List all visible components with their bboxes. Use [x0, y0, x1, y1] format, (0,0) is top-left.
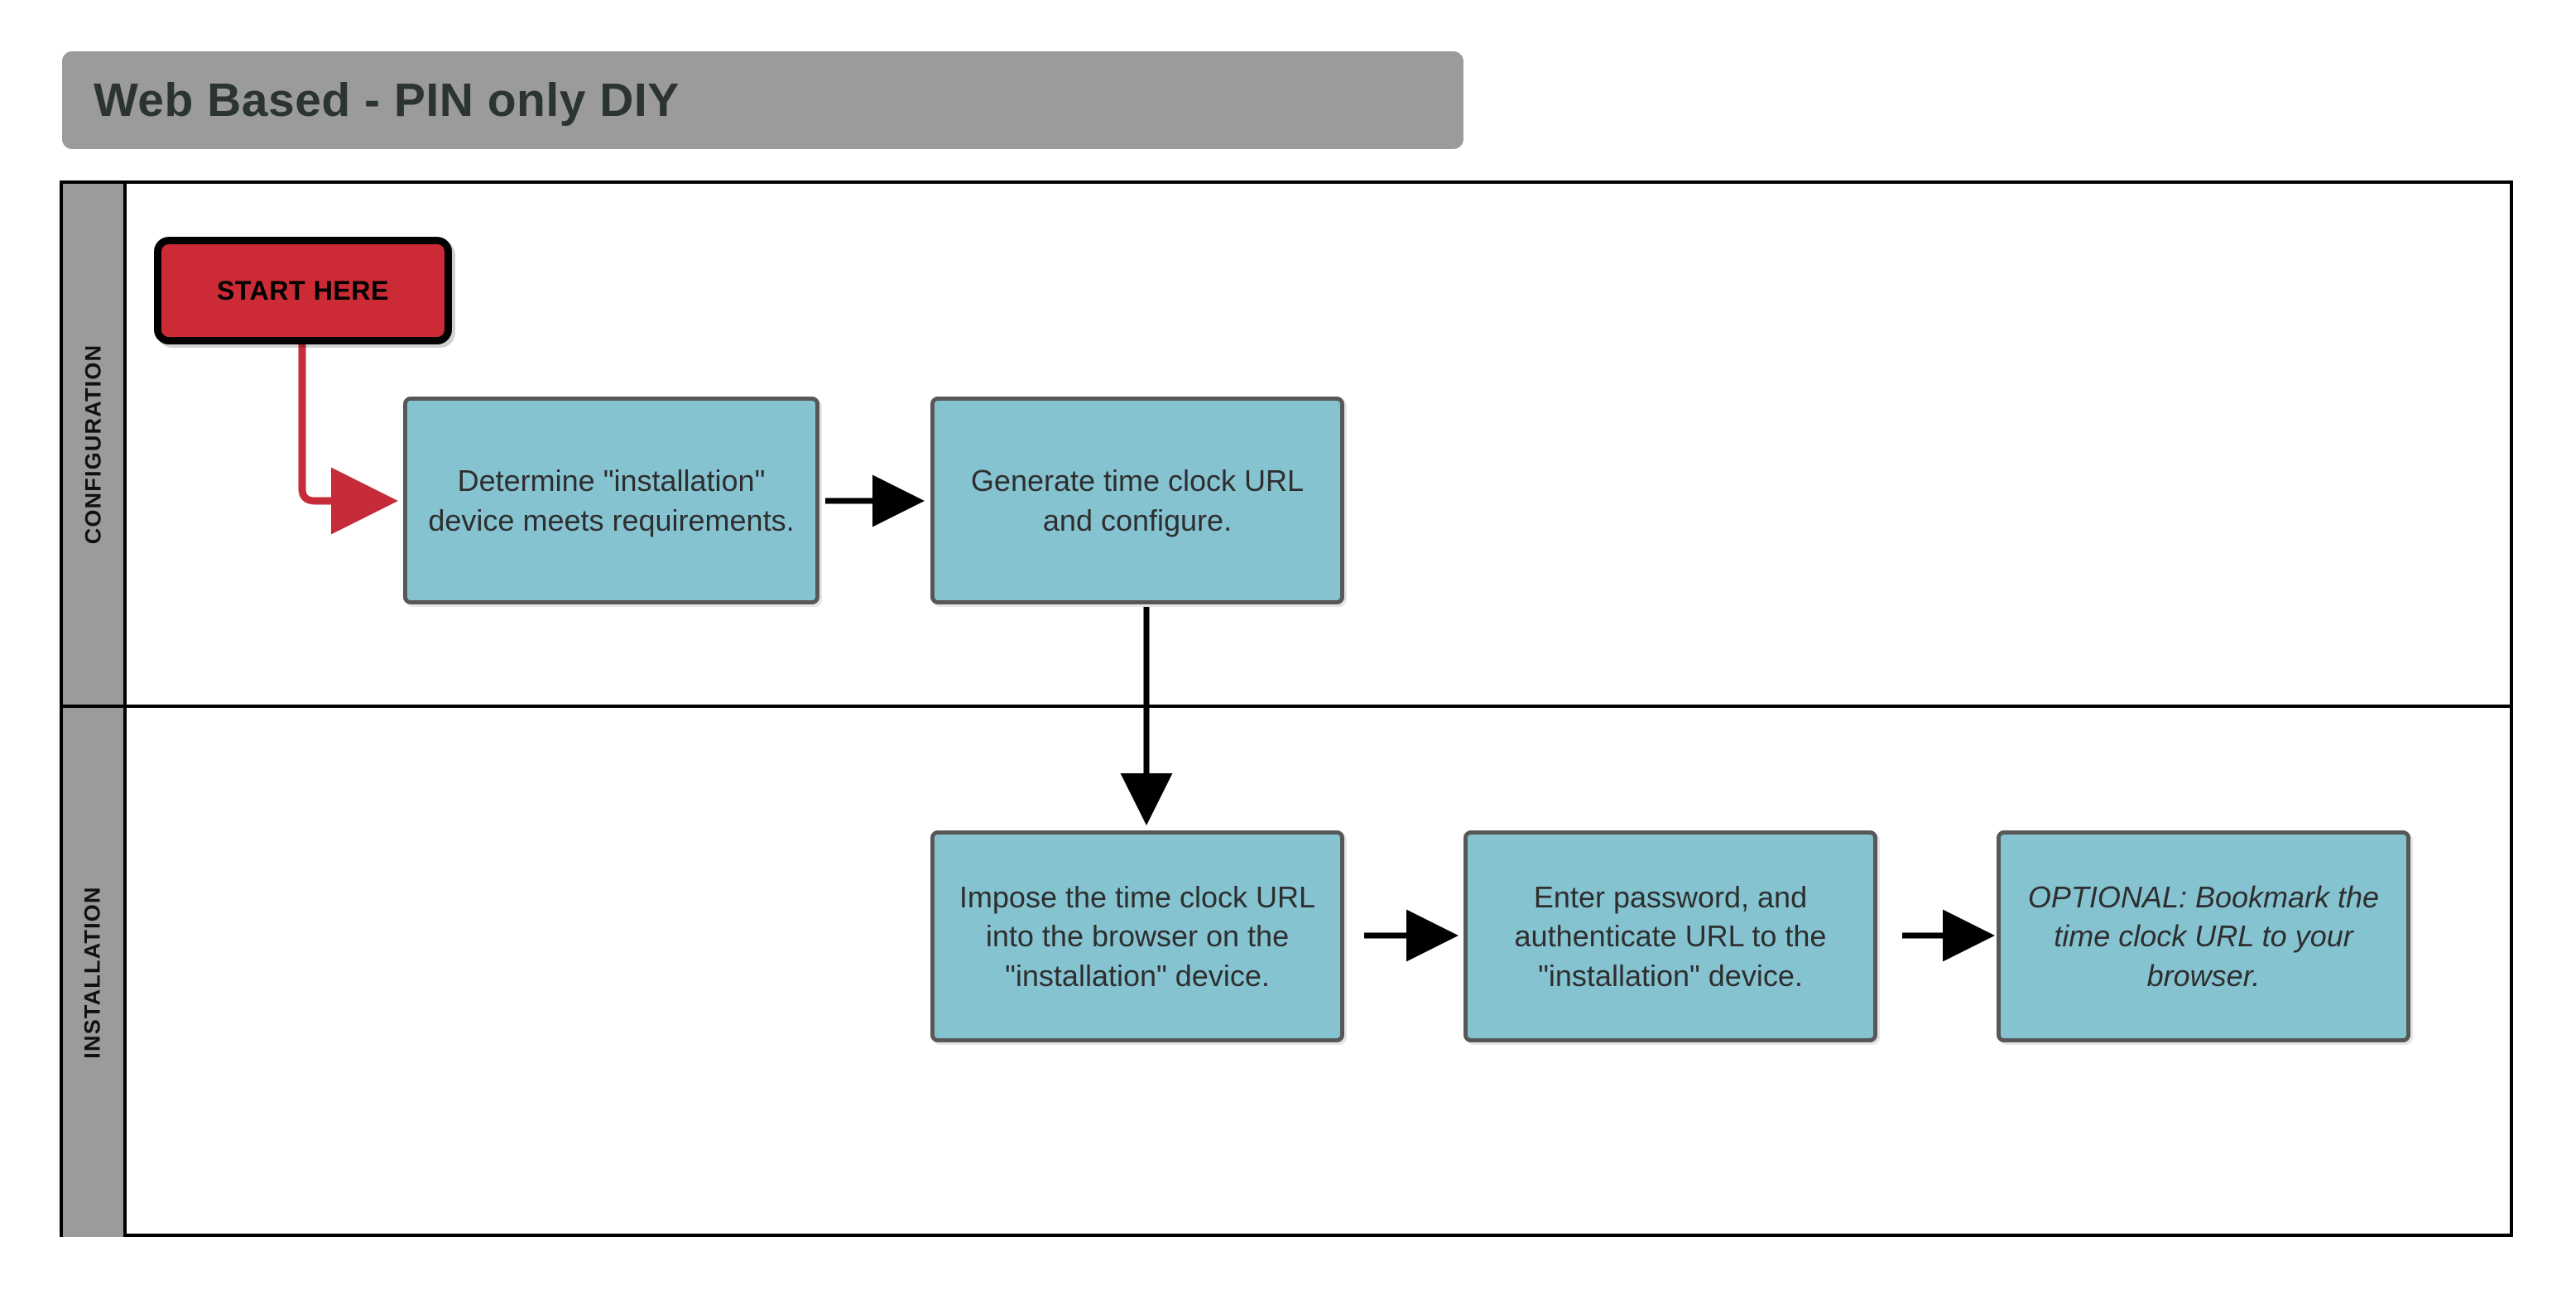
node-start-here[interactable]: START HERE: [154, 237, 452, 344]
node-start-here-label: START HERE: [216, 275, 390, 306]
node-bookmark-url[interactable]: OPTIONAL: Bookmark the time clock URL to…: [1997, 830, 2410, 1042]
node-generate-url-label: Generate time clock URL and configure.: [970, 463, 1305, 537]
diagram-title-banner: Web Based - PIN only DIY: [62, 51, 1463, 149]
swimlane-pool: CONFIGURATION INSTALLATION: [60, 180, 2513, 1237]
node-generate-url[interactable]: Generate time clock URL and configure.: [930, 397, 1344, 604]
swimlane-installation: INSTALLATION: [63, 708, 2510, 1237]
lane-label-installation: INSTALLATION: [80, 886, 105, 1059]
lane-label-configuration: CONFIGURATION: [80, 344, 105, 545]
node-bookmark-url-label: OPTIONAL: Bookmark the time clock URL to…: [2027, 879, 2380, 993]
node-impose-url[interactable]: Impose the time clock URL into the brows…: [930, 830, 1344, 1042]
node-enter-password-label: Enter password, and authenticate URL to …: [1514, 879, 1827, 993]
node-determine-device[interactable]: Determine "installation" device meets re…: [403, 397, 819, 604]
swimlane-configuration: CONFIGURATION: [63, 184, 2510, 708]
page-title: Web Based - PIN only DIY: [94, 74, 680, 127]
node-impose-url-label: Impose the time clock URL into the brows…: [959, 879, 1316, 993]
node-determine-device-label: Determine "installation" device meets re…: [428, 463, 795, 537]
lane-header-configuration: CONFIGURATION: [63, 184, 127, 705]
node-enter-password[interactable]: Enter password, and authenticate URL to …: [1463, 830, 1877, 1042]
lane-header-installation: INSTALLATION: [63, 708, 127, 1237]
